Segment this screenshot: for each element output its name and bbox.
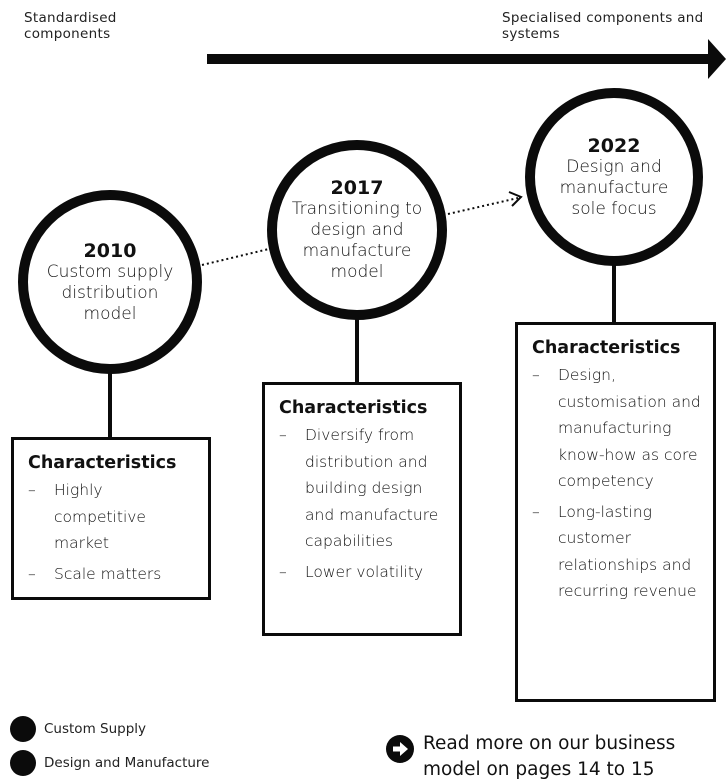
legend-dot-icon <box>10 750 36 776</box>
characteristic-item: –Scale matters <box>28 564 162 583</box>
legend-label: Design and Manufacture <box>44 755 210 771</box>
characteristics-box-2017: Characteristics –Diversify from distribu… <box>262 382 462 636</box>
arrow-right-circle-icon <box>386 735 414 763</box>
characteristics-heading: Characteristics <box>532 338 681 358</box>
legend-custom-supply: Custom Supply <box>10 716 146 742</box>
milestone-2017-circle: 2017 Transitioning to design and manufac… <box>267 140 447 320</box>
milestone-year: 2022 <box>587 134 641 157</box>
read-more-text[interactable]: Read more on our business model on pages… <box>423 733 676 780</box>
connector-2017-2022 <box>447 197 519 215</box>
characteristics-heading: Characteristics <box>279 398 428 418</box>
characteristic-item: –Long-lasting customer relationships and… <box>532 502 697 601</box>
characteristic-item: –Lower volatility <box>279 562 424 581</box>
milestone-2010-stem <box>108 373 112 439</box>
read-more-link[interactable]: Read more on our business model on pages… <box>385 731 713 783</box>
legend-design-manufacture: Design and Manufacture <box>10 750 209 776</box>
milestone-2022-stem <box>612 265 616 323</box>
milestone-year: 2017 <box>330 177 384 199</box>
milestone-year: 2010 <box>83 239 137 262</box>
milestone-title: Design and manufacture sole focus <box>559 156 669 219</box>
milestone-title: Transitioning to design and manufacture … <box>291 199 423 282</box>
milestone-2022-circle: 2022 Design and manufacture sole focus <box>525 88 703 266</box>
characteristic-item: –Highly competitive market <box>28 481 146 552</box>
legend-dot-icon <box>10 716 36 742</box>
connector-arrowhead <box>508 191 523 207</box>
milestone-2017-stem <box>355 319 359 384</box>
milestone-2010-circle: 2010 Custom supply distribution model <box>18 190 202 374</box>
characteristic-item: –Design, customisation and manufacturing… <box>532 366 701 490</box>
milestone-title: Custom supply distribution model <box>46 261 174 324</box>
characteristics-heading: Characteristics <box>28 453 177 473</box>
connector-2010-2017 <box>201 247 274 266</box>
characteristics-box-2022: Characteristics –Design, customisation a… <box>515 322 716 702</box>
progression-arrow-head <box>708 39 726 79</box>
characteristic-item: –Diversify from distribution and buildin… <box>279 426 439 550</box>
start-label: Standardised components <box>24 10 117 42</box>
legend-label: Custom Supply <box>44 721 147 737</box>
characteristics-box-2010: Characteristics –Highly competitive mark… <box>11 437 211 600</box>
progression-arrow-shaft <box>207 54 712 64</box>
end-label: Specialised components and systems <box>502 10 704 42</box>
